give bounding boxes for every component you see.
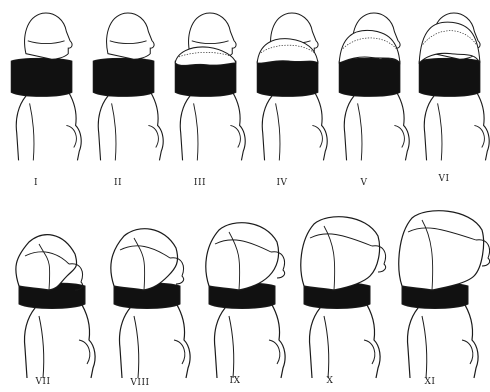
torso-outline [309,300,380,378]
torso-outline [262,89,327,161]
figure-iv-drawing [246,0,328,170]
figure-vi-drawing [408,0,490,170]
head-outline [107,13,154,59]
chest-outline [66,125,76,147]
figure-group [206,223,285,378]
figure-vii-drawing [5,200,95,370]
torso-outline [180,89,245,161]
figure-group [11,13,81,160]
arm-outline [422,316,427,378]
panel-label-ii: II [88,178,148,188]
neck-collar [339,58,400,96]
figure-x-drawing [290,200,385,370]
arm-outline [229,316,234,378]
neck-collar [257,58,318,96]
figure-i-drawing [0,0,82,170]
arm-outline [134,316,139,378]
figure-v-drawing [328,0,410,170]
figure-group [257,13,327,160]
figure-iii-drawing [164,0,246,170]
figure-group [175,13,245,160]
arm-outline [324,316,329,378]
panel-label-viii: VIII [110,378,170,388]
inflated-hood [206,223,279,290]
figure-group [16,235,95,378]
panel-vii: VII [5,200,95,392]
arm-outline [358,103,362,160]
figure-group [419,13,489,160]
arm-outline [39,316,44,378]
panel-label-vii: VII [13,377,73,387]
figure-xi-drawing [388,200,488,370]
panel-x: X [290,200,385,392]
arm-outline [276,103,280,160]
panel-label-xi: XI [400,377,460,387]
figure-group [339,13,409,160]
panel-label-v: V [334,178,394,188]
panel-label-ix: IX [205,376,265,386]
arm-outline [194,103,198,160]
panel-label-i: I [6,178,66,188]
arm-outline [438,103,442,160]
torso-outline [407,300,478,378]
panel-ii: II [82,0,164,195]
panel-ix: IX [195,200,285,392]
figure-group [301,217,386,378]
panel-iii: III [164,0,246,195]
figure-group [399,211,490,378]
neck-collar [11,58,72,96]
torso-outline [424,89,489,161]
figure-ii-drawing [82,0,164,170]
chest-outline [462,340,473,364]
panel-label-iii: III [170,178,230,188]
torso-outline [344,89,409,161]
panel-vi: VI [408,0,490,195]
inflated-hood [301,217,380,290]
arm-outline [112,103,116,160]
figure-viii-drawing [100,200,190,370]
panel-iv: IV [246,0,328,195]
chest-outline [230,125,240,147]
torso-outline [16,89,81,161]
panel-label-iv: IV [252,178,312,188]
figure-group [93,13,163,160]
panel-xi: XI [388,200,488,392]
figure-group [111,229,190,378]
neck-collar [93,58,154,96]
chest-outline [174,340,185,364]
arm-outline [30,103,34,160]
panel-label-x: X [300,376,360,386]
panel-i: I [0,0,82,195]
panel-viii: VIII [100,200,190,392]
torso-outline [24,300,95,378]
chest-outline [148,125,158,147]
figure-ix-drawing [195,200,285,370]
torso-outline [119,300,190,378]
chest-outline [269,340,280,364]
torso-outline [214,300,285,378]
chest-outline [312,125,322,147]
chest-outline [394,125,404,147]
torso-outline [98,89,163,161]
chest-outline [474,125,484,147]
neck-collar [419,58,480,96]
head-outline [25,13,72,59]
panel-v: V [328,0,410,195]
chest-outline [364,340,375,364]
panel-label-vi: VI [414,174,474,184]
inflated-hood [399,211,484,290]
chest-outline [79,340,90,364]
